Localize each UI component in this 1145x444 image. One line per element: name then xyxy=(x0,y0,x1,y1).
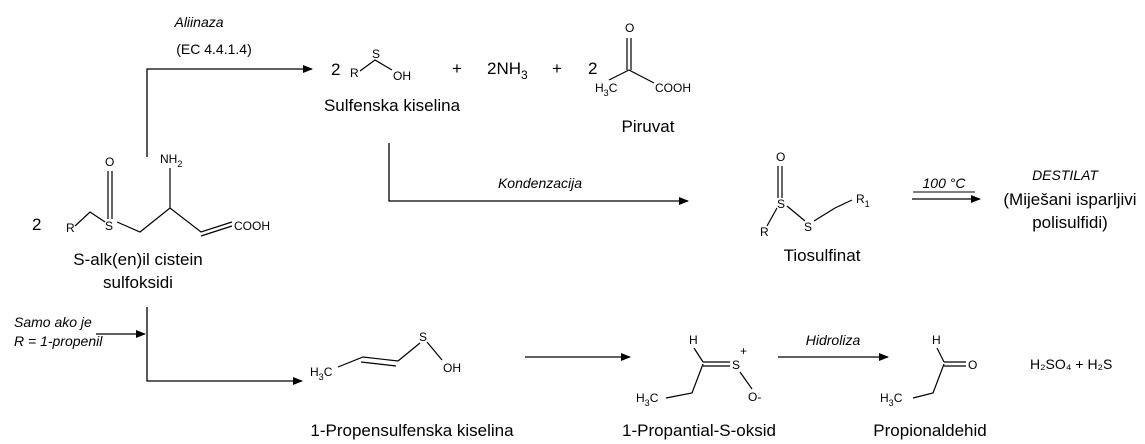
pyruvate-coefficient: 2 xyxy=(588,59,597,78)
condensation-arrow xyxy=(388,143,689,205)
ammonia: 2NH3 xyxy=(487,59,528,82)
atom-cooh: COOH xyxy=(655,81,691,95)
temperature-label: 100 °C xyxy=(923,175,967,191)
start-label-line2: sulfoksidi xyxy=(103,273,173,292)
atom-s: S xyxy=(419,330,427,344)
propenesulfenic-acid-label: 1-Propensulfenska kiselina xyxy=(310,421,514,440)
atom-h3c: H3C xyxy=(310,365,333,382)
plus-sign-2: + xyxy=(552,59,562,78)
atom-o-minus: O- xyxy=(748,390,761,404)
propanthial-s-oxide-structure: H S + O- H3C 1-Propantial-S-oksid xyxy=(622,333,776,440)
atom-oh: OH xyxy=(443,361,461,375)
pyruvate-structure: 2 O H3C COOH Piruvat xyxy=(588,21,691,136)
atom-h: H xyxy=(932,333,941,347)
atom-r1: R1 xyxy=(856,192,870,209)
condensation-label: Kondenzacija xyxy=(498,175,582,191)
atom-r: R xyxy=(760,225,769,239)
condition-label-line1: Samo ako je xyxy=(14,314,92,330)
start-coefficient: 2 xyxy=(32,215,41,234)
atom-h: H xyxy=(689,333,698,347)
byproducts: H₂SO₄ + H₂S xyxy=(1030,356,1112,372)
propionaldehyde-label: Propionaldehid xyxy=(873,421,986,440)
distillate-line2: polisulfidi) xyxy=(1032,213,1108,232)
atom-o: O xyxy=(105,155,114,169)
atom-o: O xyxy=(776,150,785,164)
start-label-line1: S-alk(en)il cistein xyxy=(73,250,202,269)
plus-sign-1: + xyxy=(452,59,462,78)
ec-number-label: (EC 4.4.1.4) xyxy=(176,41,251,57)
atom-o: O xyxy=(968,358,977,372)
atom-cooh: COOH xyxy=(234,219,270,233)
atom-oh: OH xyxy=(393,69,411,83)
distillate-title: DESTILAT xyxy=(1032,167,1099,183)
hydrolysis-label: Hidroliza xyxy=(806,332,861,348)
atom-s: S xyxy=(372,47,380,61)
charge-plus: + xyxy=(740,344,747,358)
propenyl-arrow xyxy=(146,307,303,385)
sulfenic-acid-structure: 2 R S OH + 2NH3 + Sulfenska kiselina xyxy=(324,47,562,115)
atom-r: R xyxy=(350,66,359,80)
atom-r: R xyxy=(66,221,75,235)
atom-h3c: H3C xyxy=(636,391,659,408)
propanthial-label: 1-Propantial-S-oksid xyxy=(622,421,776,440)
propionaldehyde-structure: H O H3C Propionaldehid xyxy=(873,333,986,440)
atom-s: S xyxy=(732,358,740,372)
sulfenic-acid-label: Sulfenska kiselina xyxy=(324,96,461,115)
alliinase-label: Aliinaza xyxy=(173,14,223,30)
condition-label-line2: R = 1-propenil xyxy=(14,333,103,349)
distillate-line1: (Miješani isparljivi xyxy=(1003,190,1136,209)
atom-nh2: NH2 xyxy=(160,152,182,169)
sulfenic-coefficient: 2 xyxy=(331,60,340,79)
atom-h3c: H3C xyxy=(595,81,618,98)
pyruvate-label: Piruvat xyxy=(622,117,675,136)
cysteine-sulfoxide-structure: 2 R S O NH2 COOH S-alk(en)il cistein sul… xyxy=(32,152,270,292)
propenesulfenic-acid-structure: H3C S OH 1-Propensulfenska kiselina xyxy=(310,330,514,440)
atom-s: S xyxy=(105,219,113,233)
atom-h3c: H3C xyxy=(880,391,903,408)
atom-o: O xyxy=(625,21,634,35)
atom-s: S xyxy=(777,197,785,211)
thiosulfinate-label: Tiosulfinat xyxy=(784,246,861,265)
alliinase-arrow xyxy=(146,65,313,157)
atom-s2: S xyxy=(804,220,812,234)
thiosulfinate-structure: O S R S R1 Tiosulfinat xyxy=(760,150,870,265)
